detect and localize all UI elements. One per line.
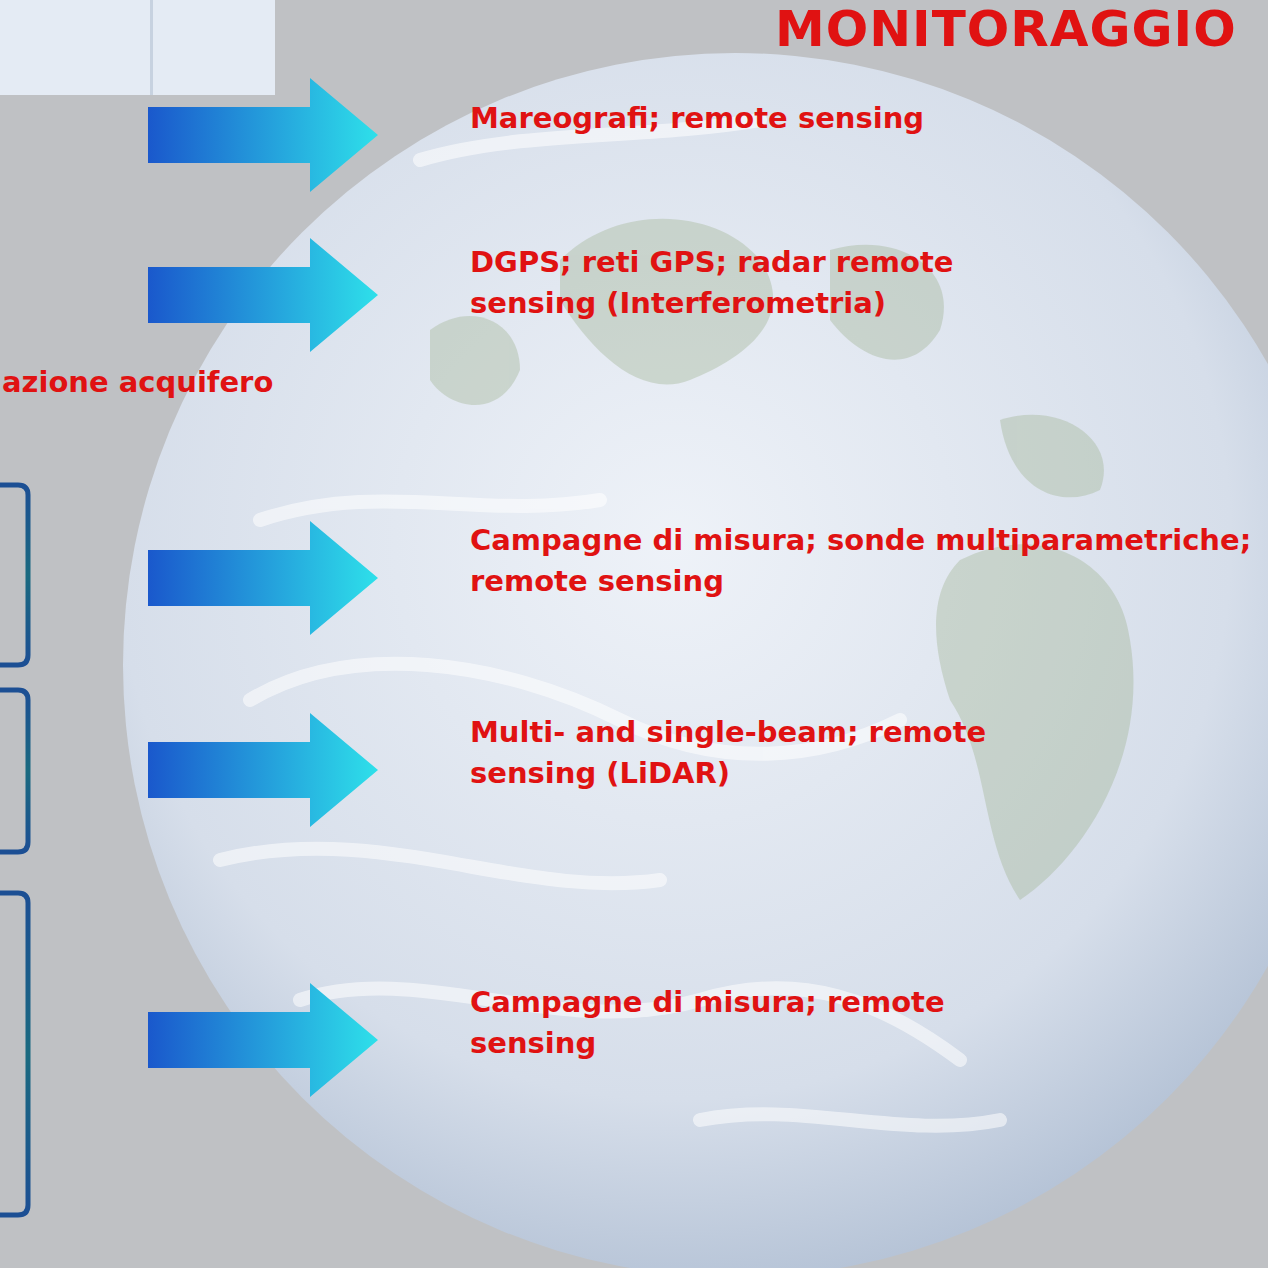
land-shapes: [430, 219, 1133, 900]
corner-panel: [0, 0, 275, 95]
method-label: Multi- and single-beam; remote sensing (…: [470, 712, 1110, 793]
method-label: Campagne di misura; remote sensing: [470, 982, 1070, 1063]
topic-label: azione acquifero: [2, 362, 462, 403]
method-label: DGPS; reti GPS; radar remote sensing (In…: [470, 242, 1070, 323]
brackets: [0, 485, 65, 1215]
block-arrows: [148, 78, 378, 1097]
method-label: Campagne di misura; sonde multiparametri…: [470, 520, 1260, 601]
globe: [123, 53, 1268, 1268]
corner-panel-line: [150, 0, 153, 95]
method-label: Mareografi; remote sensing: [470, 98, 1170, 139]
title-heading: MONITORAGGIO: [775, 2, 1237, 57]
